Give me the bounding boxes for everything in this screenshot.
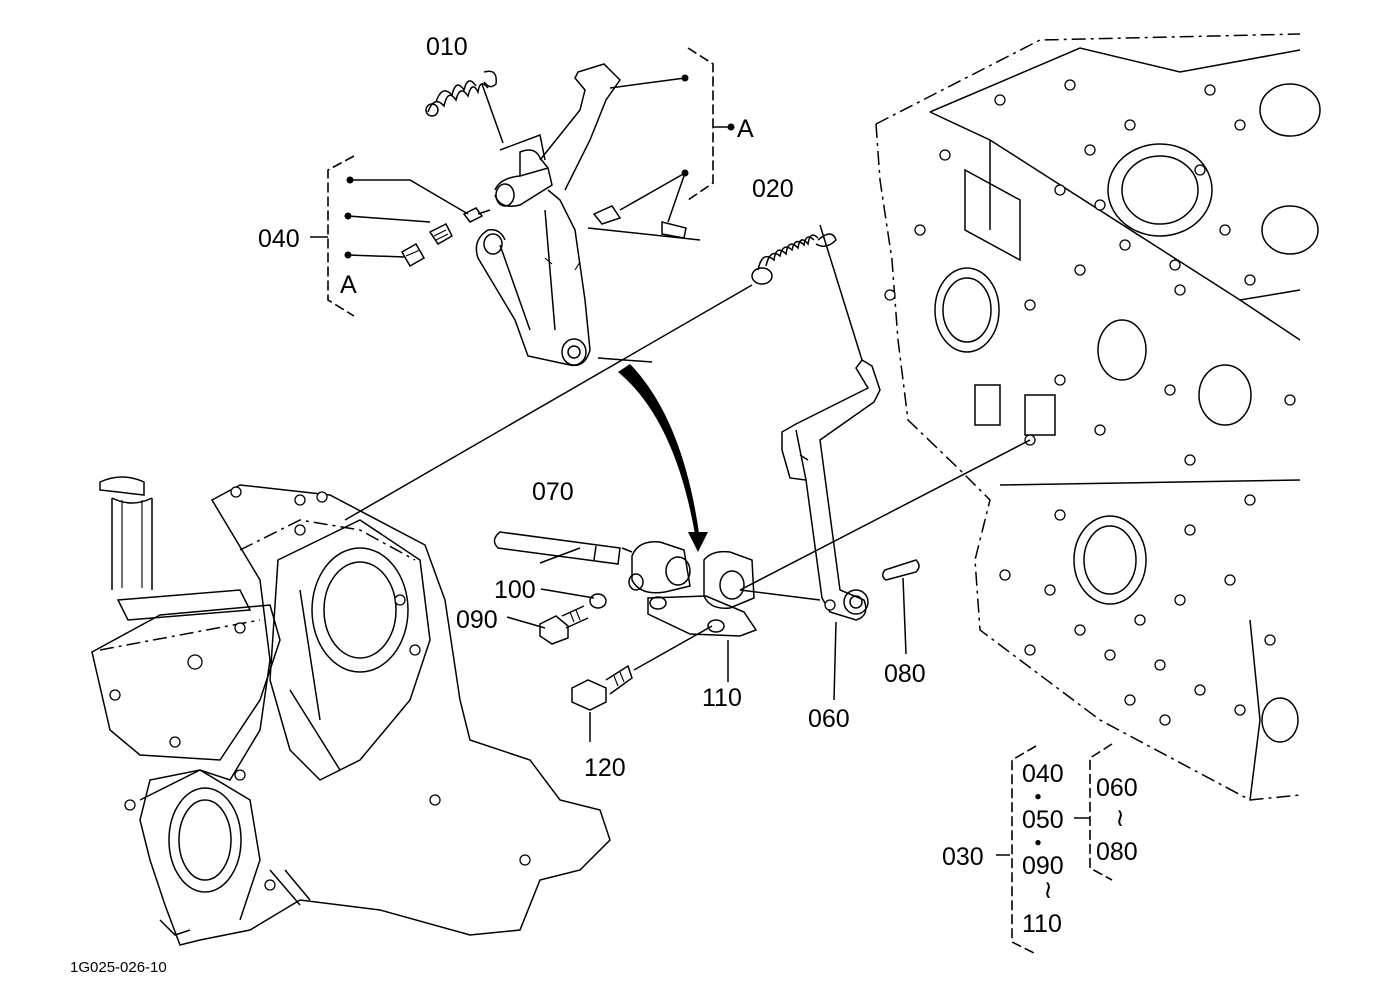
assembly-dot-separator: ・ (1025, 784, 1050, 812)
part-label-040: 040 (258, 225, 300, 253)
assembly-item-090: 090 (1022, 852, 1064, 880)
engine-block-drawing (875, 33, 1321, 801)
assembly-composition-table: 030 040 ・ 050 ・ 090 ≀ 110 060 ≀ 080 (942, 743, 1138, 955)
assembly-item-110: 110 (1022, 910, 1062, 938)
assembly-leader-lines (344, 224, 1031, 591)
part-label-060: 060 (808, 705, 850, 733)
group-marker-a-left: A (340, 271, 357, 299)
assembly-item-050: 050 (1022, 806, 1064, 834)
governor-lever-drawing (781, 359, 920, 621)
assembly-range-separator: ≀ (1115, 804, 1124, 832)
part-label-070: 070 (532, 478, 574, 506)
part-label-100: 100 (494, 576, 536, 604)
diagram-code: 1G025-026-10 (70, 959, 167, 976)
assembly-dot-separator: ・ (1025, 830, 1050, 858)
part-label-110: 110 (702, 684, 742, 712)
assembly-item-080: 080 (1096, 838, 1138, 866)
part-label-080: 080 (884, 660, 926, 688)
group-brackets (327, 47, 735, 317)
part-label-090: 090 (456, 606, 498, 634)
assembly-item-040: 040 (1022, 760, 1064, 788)
assembly-range-separator: ≀ (1043, 876, 1052, 904)
part-labels: 010 020 040 070 100 090 110 120 060 080 … (258, 33, 926, 782)
group-marker-a-right: A (737, 115, 754, 143)
part-label-010: 010 (426, 33, 468, 61)
assembly-item-060: 060 (1096, 774, 1138, 802)
assembly-arrow (618, 364, 708, 552)
assembly-parent-030: 030 (942, 843, 984, 871)
part-label-020: 020 (752, 175, 794, 203)
spring-020-drawing (751, 233, 837, 285)
part-label-120: 120 (584, 754, 626, 782)
link-parts-drawing (493, 531, 907, 742)
gear-case-drawing (91, 476, 611, 946)
governor-fork-lever-drawing (344, 63, 701, 367)
